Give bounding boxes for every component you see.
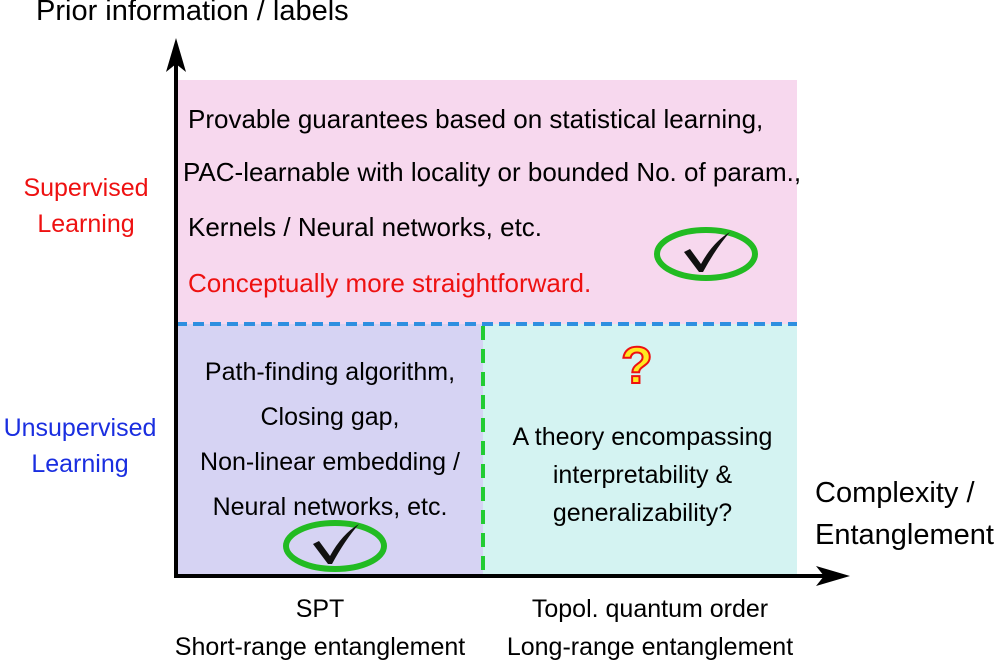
spt-line-1: Path-finding algorithm,	[204, 358, 456, 386]
check-icon-supervised	[654, 227, 758, 281]
x-axis-title-line1: Complexity /	[815, 477, 975, 509]
check-icon-spt	[283, 520, 387, 572]
unsupervised-topological-region	[483, 324, 797, 576]
topo-text-block: A theory encompassing interpretability &…	[490, 418, 795, 532]
x-category-topological-line1: Topol. quantum order	[531, 595, 769, 623]
spt-line-3: Non-linear embedding /	[200, 448, 460, 476]
spt-line-2: Closing gap,	[260, 403, 400, 431]
row-label-unsupervised-line2: Learning	[31, 450, 129, 478]
x-axis-title-line2: Entanglement	[815, 519, 994, 551]
x-axis-title: Complexity / Entanglement	[815, 472, 994, 556]
row-label-supervised: Supervised Learning	[6, 170, 166, 242]
supervised-line-2: PAC-learnable with locality or bounded N…	[183, 157, 802, 187]
supervised-highlight: Conceptually more straightforward.	[188, 268, 592, 298]
topo-line-3: generalizability?	[552, 499, 733, 527]
spt-text-block: Path-finding algorithm, Closing gap, Non…	[180, 350, 480, 530]
topo-line-2: interpretability &	[552, 461, 733, 489]
x-axis-arrowhead	[816, 566, 850, 586]
row-label-unsupervised: Unsupervised Learning	[0, 410, 160, 482]
y-axis-title: Prior information / labels	[36, 0, 349, 27]
row-label-unsupervised-line1: Unsupervised	[3, 414, 157, 442]
topo-line-1: A theory encompassing	[512, 423, 773, 451]
x-category-topological-line2: Long-range entanglement	[506, 633, 794, 661]
supervised-line-1: Provable guarantees based on statistical…	[188, 104, 764, 134]
spt-line-4: Neural networks, etc.	[212, 493, 448, 521]
x-category-spt-line2: Short-range entanglement	[174, 633, 466, 661]
x-category-spt-line1: SPT	[295, 595, 345, 623]
unsupervised-spt-region	[176, 324, 483, 576]
row-label-supervised-line1: Supervised	[23, 174, 149, 202]
row-label-supervised-line2: Learning	[37, 210, 135, 238]
x-category-spt: SPT Short-range entanglement	[150, 590, 490, 666]
x-category-topological: Topol. quantum order Long-range entangle…	[490, 590, 810, 666]
supervised-region	[176, 80, 797, 324]
y-axis-arrowhead	[166, 38, 186, 72]
question-mark-icon: ?	[620, 336, 654, 396]
supervised-line-3: Kernels / Neural networks, etc.	[188, 212, 543, 242]
